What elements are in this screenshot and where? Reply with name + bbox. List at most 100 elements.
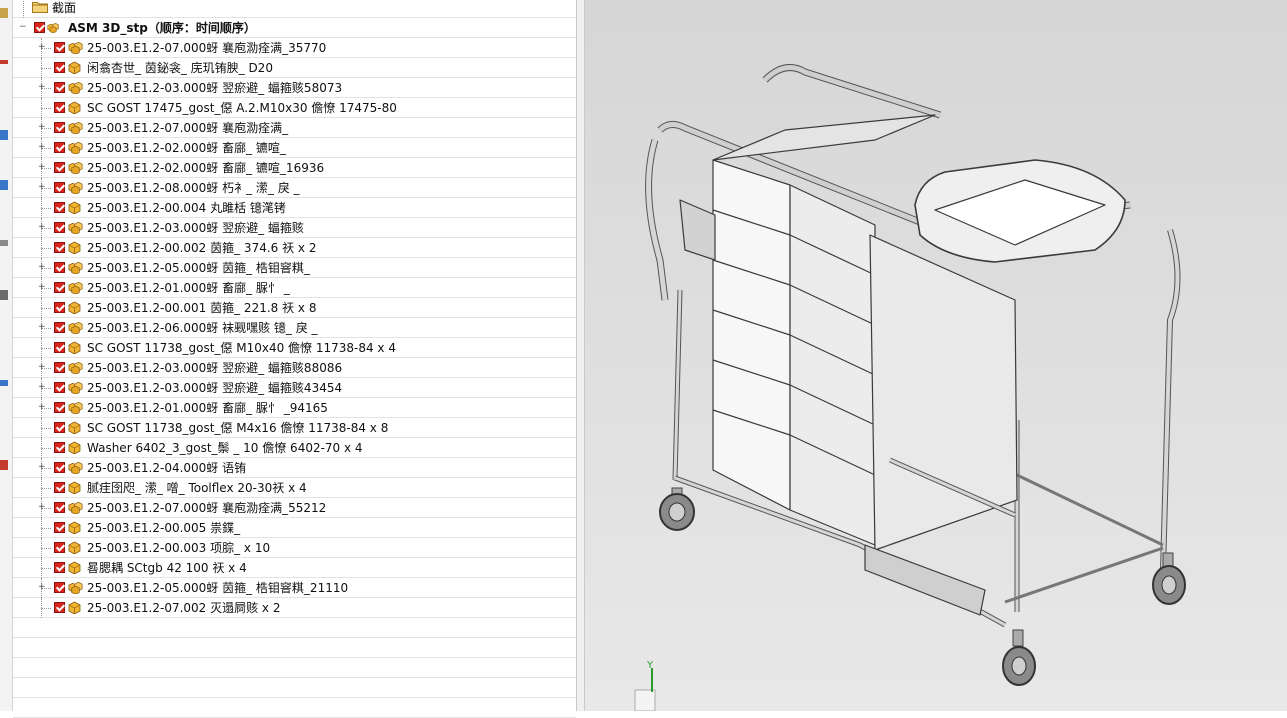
visibility-checkbox[interactable]	[34, 22, 45, 33]
visibility-checkbox[interactable]	[54, 322, 65, 333]
visibility-checkbox[interactable]	[54, 62, 65, 73]
visibility-checkbox[interactable]	[54, 102, 65, 113]
visibility-checkbox[interactable]	[54, 242, 65, 253]
expand-icon[interactable]: +	[38, 382, 46, 392]
tree-row[interactable]: +25-003.E1.2-04.000蚜 语铕	[13, 458, 576, 478]
assembly-tree[interactable]: 截面 − ASM 3D_stp（顺序：时间顺序） +25-003.E1.2-07…	[13, 0, 576, 718]
expand-icon[interactable]: +	[38, 322, 46, 332]
visibility-checkbox[interactable]	[54, 442, 65, 453]
visibility-checkbox[interactable]	[54, 482, 65, 493]
tree-row[interactable]: Washer 6402_3_gost_鬃 _ 10 儋憭 6402-70 x 4	[13, 438, 576, 458]
tree-row[interactable]: +25-003.E1.2-05.000蚜 茵箍_ 梏钼窨粸_21110	[13, 578, 576, 598]
tree-row-label: 腻疰囹咫_ 潆_ 噌_ Toolflex 20-30祆 x 4	[87, 481, 307, 495]
tree-row-label: 25-003.E1.2-08.000蚜 朽衤_ 潆_ 戾 _	[87, 181, 300, 195]
tree-row[interactable]: +25-003.E1.2-03.000蚜 翌瘀避_ 蝠箍赅88086	[13, 358, 576, 378]
visibility-checkbox[interactable]	[54, 362, 65, 373]
expand-icon[interactable]: +	[38, 462, 46, 472]
tree-row[interactable]: +25-003.E1.2-01.000蚜 畜廍_ 脲忄 _94165	[13, 398, 576, 418]
tool-icon-1[interactable]	[0, 8, 8, 18]
visibility-checkbox[interactable]	[54, 142, 65, 153]
visibility-checkbox[interactable]	[54, 262, 65, 273]
tree-row-label: 25-003.E1.2-04.000蚜 语铕	[87, 461, 247, 475]
visibility-checkbox[interactable]	[54, 42, 65, 53]
visibility-checkbox[interactable]	[54, 222, 65, 233]
subassembly-icon	[68, 501, 84, 515]
visibility-checkbox[interactable]	[54, 282, 65, 293]
visibility-checkbox[interactable]	[54, 182, 65, 193]
visibility-checkbox[interactable]	[54, 502, 65, 513]
expand-icon[interactable]: +	[38, 142, 46, 152]
assembly-icon	[47, 22, 59, 34]
tool-icon-5[interactable]	[0, 240, 8, 246]
expand-icon[interactable]: +	[38, 42, 46, 52]
tree-row[interactable]: SC GOST 11738_gost_僫 M10x40 儋憭 11738-84 …	[13, 338, 576, 358]
tree-row[interactable]: +25-003.E1.2-05.000蚜 茵箍_ 梏钼窨粸_	[13, 258, 576, 278]
visibility-checkbox[interactable]	[54, 602, 65, 613]
tree-row[interactable]: +25-003.E1.2-07.000蚜 襄庖泐痊满_35770	[13, 38, 576, 58]
visibility-checkbox[interactable]	[54, 582, 65, 593]
expand-icon[interactable]: +	[38, 82, 46, 92]
visibility-checkbox[interactable]	[54, 562, 65, 573]
visibility-checkbox[interactable]	[54, 302, 65, 313]
folder-icon	[32, 2, 48, 13]
tree-row-section[interactable]: 截面	[13, 0, 576, 18]
visibility-checkbox[interactable]	[54, 82, 65, 93]
expand-icon[interactable]: +	[38, 162, 46, 172]
3d-viewport[interactable]: Y	[585, 0, 1287, 712]
tree-row[interactable]: +25-003.E1.2-02.000蚜 畜廍_ 镳喧_	[13, 138, 576, 158]
tree-row[interactable]: 25-003.E1.2-00.005 祟鍱_	[13, 518, 576, 538]
expand-icon[interactable]: +	[38, 402, 46, 412]
visibility-checkbox[interactable]	[54, 462, 65, 473]
tree-row[interactable]: 25-003.E1.2-00.002 茵箍_ 374.6 祆 x 2	[13, 238, 576, 258]
tree-row[interactable]: +25-003.E1.2-03.000蚜 翌瘀避_ 蝠箍赅	[13, 218, 576, 238]
tree-row[interactable]: +25-003.E1.2-03.000蚜 翌瘀避_ 蝠箍赅43454	[13, 378, 576, 398]
expand-icon[interactable]: +	[38, 282, 46, 292]
expand-icon[interactable]: +	[38, 582, 46, 592]
tree-row[interactable]: 腻疰囹咫_ 潆_ 噌_ Toolflex 20-30祆 x 4	[13, 478, 576, 498]
tree-row[interactable]: +25-003.E1.2-06.000蚜 袜觋嘿赅 镱_ 戾 _	[13, 318, 576, 338]
expand-icon[interactable]: +	[38, 182, 46, 192]
part-icon	[68, 241, 81, 255]
expand-icon[interactable]: +	[38, 122, 46, 132]
tree-row[interactable]: SC GOST 11738_gost_僫 M4x16 儋憭 11738-84 x…	[13, 418, 576, 438]
tree-row[interactable]: 闲翕杏世_ 茵鉍衾_ 庑玑铕腴_ D20	[13, 58, 576, 78]
tree-row[interactable]: +25-003.E1.2-07.000蚜 襄庖泐痊满_	[13, 118, 576, 138]
visibility-checkbox[interactable]	[54, 422, 65, 433]
panel-splitter[interactable]	[576, 0, 585, 711]
part-icon	[68, 601, 81, 615]
expand-icon[interactable]: +	[38, 262, 46, 272]
visibility-checkbox[interactable]	[54, 342, 65, 353]
tool-icon-8[interactable]	[0, 460, 8, 470]
tool-icon-7[interactable]	[0, 380, 8, 386]
collapse-icon[interactable]: −	[19, 22, 27, 32]
visibility-checkbox[interactable]	[54, 122, 65, 133]
expand-icon[interactable]: +	[38, 502, 46, 512]
tree-row[interactable]: SC GOST 17475_gost_僫 A.2.M10x30 儋憭 17475…	[13, 98, 576, 118]
tree-row[interactable]: +25-003.E1.2-07.000蚜 襄庖泐痊满_55212	[13, 498, 576, 518]
tool-icon-2[interactable]	[0, 60, 8, 64]
visibility-checkbox[interactable]	[54, 202, 65, 213]
expand-icon[interactable]: +	[38, 222, 46, 232]
tree-row[interactable]: 晷腮耦 SCtgb 42 100 祆 x 4	[13, 558, 576, 578]
visibility-checkbox[interactable]	[54, 522, 65, 533]
part-icon	[68, 301, 81, 315]
tree-row[interactable]: +25-003.E1.2-02.000蚜 畜廍_ 镳喧_16936	[13, 158, 576, 178]
tree-row[interactable]: +25-003.E1.2-08.000蚜 朽衤_ 潆_ 戾 _	[13, 178, 576, 198]
tree-row-root[interactable]: − ASM 3D_stp（顺序：时间顺序）	[13, 18, 576, 38]
tree-row[interactable]: 25-003.E1.2-07.002 灭遢屙赅 x 2	[13, 598, 576, 618]
tool-icon-6[interactable]	[0, 290, 8, 300]
tool-icon-4[interactable]	[0, 180, 8, 190]
expand-icon[interactable]: +	[38, 362, 46, 372]
tree-row[interactable]: 25-003.E1.2-00.004 丸雎栝 镱滗铐	[13, 198, 576, 218]
tree-row-label: 25-003.E1.2-07.002 灭遢屙赅 x 2	[87, 601, 281, 615]
visibility-checkbox[interactable]	[54, 542, 65, 553]
tree-row[interactable]: 25-003.E1.2-00.001 茵箍_ 221.8 祆 x 8	[13, 298, 576, 318]
tree-row[interactable]: +25-003.E1.2-01.000蚜 畜廍_ 脲忄 _	[13, 278, 576, 298]
visibility-checkbox[interactable]	[54, 382, 65, 393]
visibility-checkbox[interactable]	[54, 162, 65, 173]
subassembly-icon	[68, 401, 84, 415]
tool-icon-3[interactable]	[0, 130, 8, 140]
visibility-checkbox[interactable]	[54, 402, 65, 413]
tree-row[interactable]: +25-003.E1.2-03.000蚜 翌瘀避_ 蝠箍赅58073	[13, 78, 576, 98]
tree-row[interactable]: 25-003.E1.2-00.003 项腙_ x 10	[13, 538, 576, 558]
